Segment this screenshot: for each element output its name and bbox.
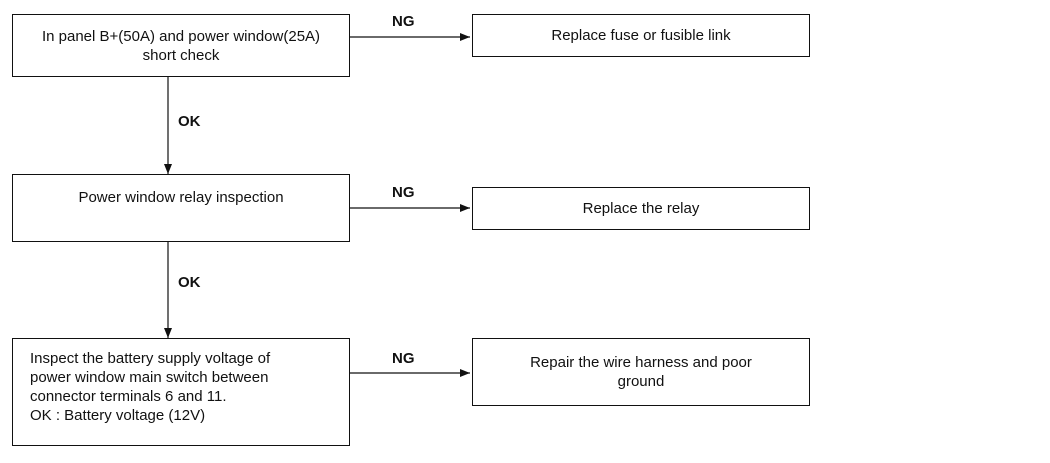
- node-short-check-line-2: short check: [142, 46, 220, 64]
- node-replace-relay: Replace the relay: [472, 187, 810, 230]
- node-battery-inspect-line-4: OK : Battery voltage (12V): [30, 407, 206, 424]
- label-ng-3: NG: [392, 350, 415, 367]
- node-relay-inspection-text: Power window relay inspection: [78, 189, 284, 206]
- node-replace-relay-text: Replace the relay: [582, 200, 700, 217]
- node-relay-inspection: Power window relay inspection: [12, 174, 350, 242]
- label-ok-1: OK: [178, 113, 201, 130]
- node-replace-fuse-text: Replace fuse or fusible link: [551, 27, 731, 44]
- label-ng-1: NG: [392, 13, 415, 30]
- node-repair-wire-line-1: Repair the wire harness and poor: [530, 354, 752, 371]
- node-battery-inspect: Inspect the battery supply voltage of po…: [12, 338, 350, 446]
- node-battery-inspect-line-3: connector terminals 6 and 11.: [30, 388, 227, 405]
- node-battery-inspect-line-1: Inspect the battery supply voltage of: [30, 350, 271, 367]
- node-battery-inspect-line-2: power window main switch between: [30, 369, 269, 386]
- node-short-check: In panel B+(50A) and power window(25A) s…: [12, 14, 350, 77]
- label-ng-2: NG: [392, 184, 415, 201]
- node-repair-wire-line-2: ground: [617, 373, 665, 390]
- label-ok-2: OK: [178, 274, 201, 291]
- node-short-check-line-1: In panel B+(50A) and power window(25A): [41, 27, 321, 45]
- node-repair-wire: Repair the wire harness and poor ground: [472, 338, 810, 406]
- node-replace-fuse: Replace fuse or fusible link: [472, 14, 810, 57]
